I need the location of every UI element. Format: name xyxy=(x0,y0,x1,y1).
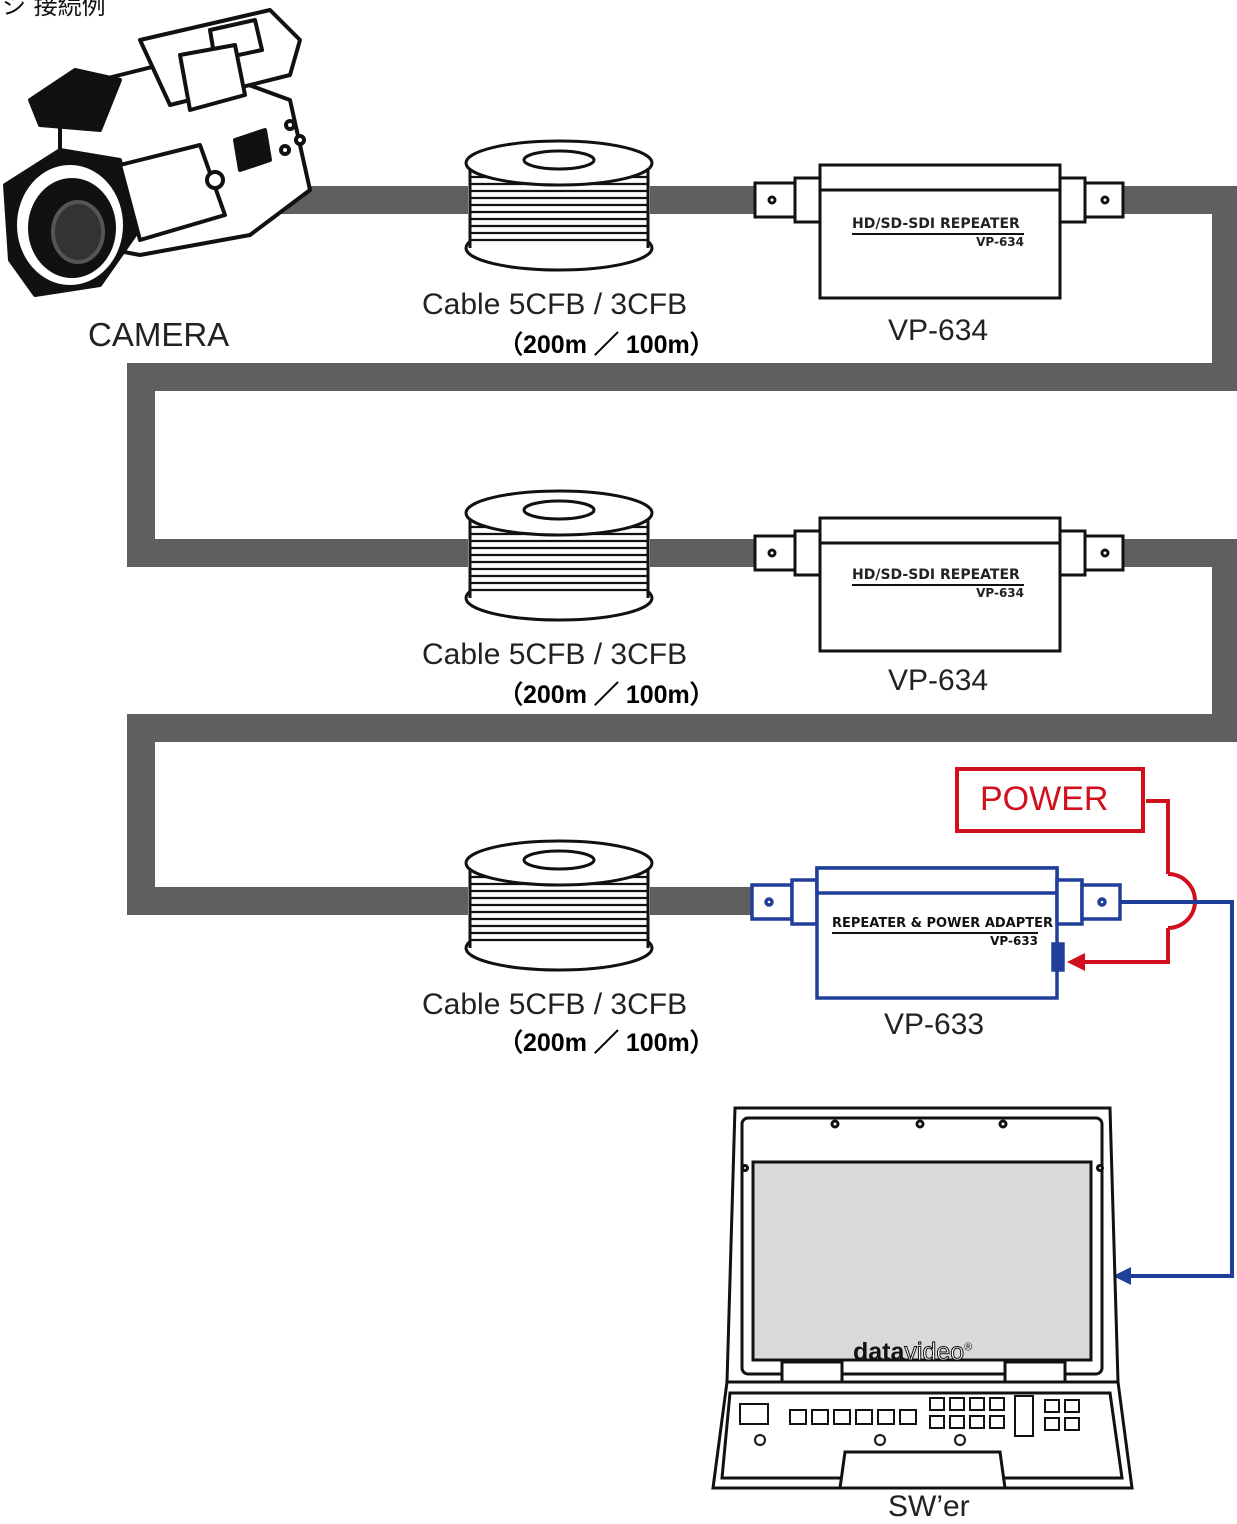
cable-label: Cable 5CFB / 3CFB xyxy=(422,288,688,321)
brand-logo: datavideo® xyxy=(853,1338,972,1367)
brand-logo-bold: data xyxy=(853,1338,905,1366)
repeater-label: VP-634 xyxy=(888,314,989,347)
cable-spec: （200m ／ 100m） xyxy=(498,331,715,359)
brand-logo-mark: ® xyxy=(964,1341,973,1354)
plate-model: VP-634 xyxy=(976,586,1024,600)
cable-reel-icon xyxy=(464,139,654,272)
video-camera-icon xyxy=(3,8,312,297)
plate-title: HD/SD-SDI REPEATER xyxy=(852,216,1024,235)
cable-reel-icon xyxy=(464,489,654,622)
plate-model: VP-633 xyxy=(990,934,1038,948)
brand-logo-light: video xyxy=(904,1338,965,1367)
cable-label: Cable 5CFB / 3CFB xyxy=(422,638,688,671)
cable-label: Cable 5CFB / 3CFB xyxy=(422,988,688,1021)
repeater-plate: HD/SD-SDI REPEATER VP-634 xyxy=(852,567,1024,600)
switcher-laptop-icon xyxy=(711,1106,1134,1490)
switcher-label: SW’er xyxy=(888,1490,970,1523)
repeater-label: VP-634 xyxy=(888,664,989,697)
power-label: POWER xyxy=(980,780,1109,818)
cable-reel-icon xyxy=(464,839,654,972)
repeater-label: VP-633 xyxy=(884,1008,985,1041)
plate-model: VP-634 xyxy=(976,235,1024,249)
cable-spec: （200m ／ 100m） xyxy=(498,1029,715,1057)
page-heading: シ 接続例 xyxy=(2,0,106,20)
repeater-device-icon xyxy=(753,163,1125,300)
plate-title: REPEATER & POWER ADAPTER xyxy=(832,916,1053,934)
plate-title: HD/SD-SDI REPEATER xyxy=(852,567,1024,586)
power-adapter-device-icon xyxy=(750,866,1122,1000)
cable-spec: （200m ／ 100m） xyxy=(498,681,715,709)
power-arrowhead xyxy=(1067,953,1085,971)
camera-label: CAMERA xyxy=(88,316,230,353)
repeater-plate: REPEATER & POWER ADAPTER VP-633 xyxy=(832,916,1053,948)
signal-arrowhead xyxy=(1113,1267,1131,1285)
repeater-plate: HD/SD-SDI REPEATER VP-634 xyxy=(852,216,1024,249)
power-source-box xyxy=(955,767,1145,833)
signal-line xyxy=(1120,900,1234,1278)
